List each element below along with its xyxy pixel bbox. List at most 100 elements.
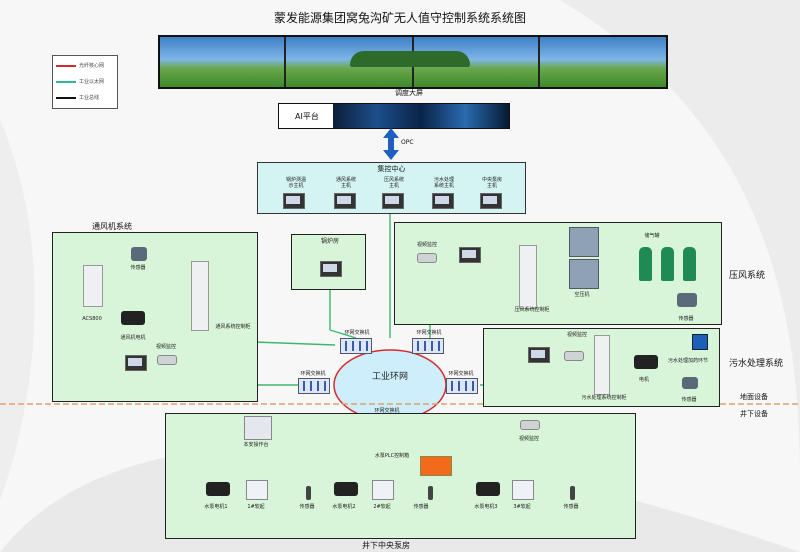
- legend-label-fiber: 光纤核心网: [79, 63, 105, 69]
- legend-label-bus: 工业总线: [79, 95, 100, 101]
- ventilation-sensor-label: 传感器: [130, 265, 146, 271]
- ground-equipment-label: 地面设备: [740, 393, 768, 401]
- host-label-boiler: 锅炉测温 示主机: [285, 177, 306, 189]
- sewage-camera-icon: [564, 351, 584, 361]
- sensor-icon: [570, 486, 575, 500]
- soft-starter-icon: [512, 480, 534, 500]
- control-center: 集控中心 锅炉测温 示主机 通风系统 主机 压风系统 主机 污水处理 系统主机 …: [257, 162, 526, 214]
- sewage-sensor-label: 传感器: [681, 397, 697, 403]
- ring-switch-label: 环网交换机: [374, 408, 400, 414]
- pump-sensor-label: 传感器: [299, 504, 315, 510]
- sensor-icon: [131, 247, 147, 261]
- control-center-title: 集控中心: [377, 165, 406, 173]
- host-monitor-pump: [480, 193, 502, 209]
- pump-sensor-label: 传感器: [563, 504, 579, 510]
- acs800-label: ACS800: [82, 316, 102, 322]
- pump-motor-label: 水泵电机2: [332, 504, 356, 510]
- host-monitor-boiler: [283, 193, 305, 209]
- underground-equipment-label: 井下设备: [740, 410, 768, 418]
- sensor-icon: [677, 293, 697, 307]
- compressor-cabinet-label: 压风系统控制柜: [514, 307, 550, 313]
- soft-starter-label: 3#软起: [513, 504, 531, 510]
- pump-room-title: 井下中央泵房: [362, 541, 410, 550]
- legend-label-ethernet: 工业以太网: [79, 79, 105, 85]
- pump-motor-label: 水泵电机1: [204, 504, 228, 510]
- legend: 光纤核心网 工业以太网 工业总线: [52, 55, 118, 109]
- ventilation-monitor: [125, 355, 147, 371]
- compressor-monitor: [459, 247, 481, 263]
- compressor-camera-icon: [417, 253, 437, 263]
- soft-starter-icon: [372, 480, 394, 500]
- opc-label: OPC: [401, 139, 414, 146]
- acs800-drive: [83, 265, 103, 307]
- pump-plc-label: 水泵PLC控制箱: [374, 453, 410, 459]
- legend-item-fiber: 光纤核心网: [56, 62, 116, 70]
- ventilation-cabinet: [191, 261, 209, 331]
- sensor-icon: [428, 486, 433, 500]
- ai-platform: AI平台: [278, 103, 510, 129]
- tank-label: 储气罐: [644, 233, 660, 239]
- sewage-process-label: 污水处理加药环节: [667, 358, 708, 364]
- sewage-motor-label: 电机: [638, 377, 649, 383]
- sensor-icon: [682, 377, 698, 389]
- sewage-cabinet: [594, 335, 610, 395]
- screen-divider: [284, 37, 286, 87]
- pump-sensor-label: 传感器: [413, 504, 429, 510]
- compressor-sensor-label: 传感器: [678, 316, 694, 322]
- legend-swatch-bus: [56, 97, 76, 99]
- host-label-ventilation: 通风系统 主机: [335, 177, 356, 189]
- ring-switch-label: 环网交换机: [448, 371, 474, 377]
- compressor-cabinet: [519, 245, 537, 309]
- ring-switch-label: 环网交换机: [344, 330, 370, 336]
- host-monitor-ventilation: [334, 193, 356, 209]
- pump-camera-icon: [520, 420, 540, 430]
- legend-swatch-ethernet: [56, 81, 76, 83]
- ai-platform-label: AI平台: [295, 112, 319, 121]
- air-tank-icon: [639, 247, 652, 281]
- ring-title: 工业环网: [371, 372, 408, 382]
- diagram-title: 蒙发能源集团窝兔沟矿无人值守控制系统系统图: [273, 11, 526, 25]
- pump-room-panel: 本安操作台 视频监控 水泵PLC控制箱 水泵电机1 1#软起 传感器 水泵电机2…: [165, 413, 636, 539]
- ventilation-camera-label: 视频监控: [155, 344, 176, 350]
- sewage-monitor: [528, 347, 550, 363]
- dispatch-screen: [158, 35, 668, 89]
- soft-starter-icon: [246, 480, 268, 500]
- boiler-panel: 锅炉房: [291, 234, 366, 290]
- pump-motor-icon: [334, 482, 358, 496]
- ventilation-panel: 传感器 ACS800 通风机电机 通风系统控制柜 视频监控: [52, 232, 258, 402]
- ventilation-camera-icon: [157, 355, 177, 365]
- compressor-camera-label: 视频监控: [416, 242, 437, 248]
- screen-divider: [538, 37, 540, 87]
- compressor-unit-icon: [569, 259, 599, 289]
- sewage-camera-label: 视频监控: [566, 332, 587, 338]
- ring-switch-label: 环网交换机: [416, 330, 442, 336]
- host-monitor-sewage: [432, 193, 454, 209]
- host-label-compressor: 压风系统 主机: [383, 177, 404, 189]
- legend-item-ethernet: 工业以太网: [56, 78, 116, 86]
- fan-motor-icon: [121, 311, 145, 325]
- sewage-title: 污水处理系统: [729, 359, 784, 369]
- ventilation-cabinet-label: 通风系统控制柜: [215, 324, 251, 330]
- boiler-monitor: [320, 261, 342, 277]
- tree-image: [350, 51, 470, 67]
- ventilation-title: 通风机系统: [92, 222, 132, 231]
- sewage-cabinet-label: 污水处理系统控制柜: [581, 395, 627, 401]
- ring-switch-right: [446, 378, 478, 394]
- compressor-unit-label: 空压机: [574, 292, 590, 298]
- sensor-icon: [306, 486, 311, 500]
- ring-switch-left: [298, 378, 330, 394]
- pump-motor-label: 水泵电机3: [474, 504, 498, 510]
- sewage-panel: 视频监控 污水处理系统控制柜 污水处理加药环节 电机 传感器: [483, 328, 720, 407]
- ring-switch-top-left: [340, 338, 372, 354]
- ring-switch-label: 环网交换机: [300, 371, 326, 377]
- ai-platform-image: [333, 104, 509, 128]
- host-label-sewage: 污水处理 系统主机: [433, 177, 454, 189]
- pump-motor-icon: [206, 482, 230, 496]
- sewage-process-icon: [692, 334, 708, 350]
- fan-motor-label: 通风机电机: [120, 335, 146, 341]
- host-label-pump: 中央泵房 主机: [481, 177, 502, 189]
- ring-switch-top-right: [412, 338, 444, 354]
- soft-starter-label: 1#软起: [247, 504, 265, 510]
